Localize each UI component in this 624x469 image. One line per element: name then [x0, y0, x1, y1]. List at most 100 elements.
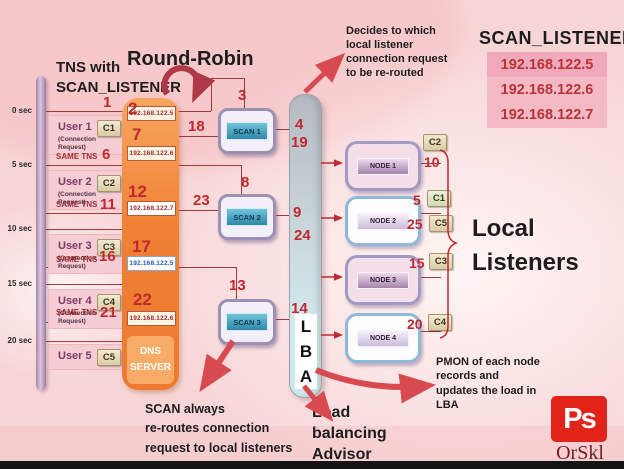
step-marker-10: 10 [424, 154, 440, 170]
load-balancing-advisor-label: Load balancing Advisor [312, 404, 387, 463]
local-listeners-label: Local Listeners [472, 215, 579, 276]
connection-badge-c1: C1 [427, 190, 451, 207]
scan-reroutes-line1: SCAN always [145, 402, 225, 416]
scan-2-label: SCAN 2 [226, 208, 268, 226]
user-2-label: User 2 [58, 176, 92, 188]
connection-badge-c3: C3 [429, 253, 453, 270]
scan-reroutes-line2: re-routes connection [145, 421, 270, 436]
tick-10sec: 10 sec [7, 224, 32, 233]
step-marker-7: 7 [132, 125, 142, 144]
step-marker-16: 16 [99, 248, 116, 265]
step-marker-21: 21 [100, 304, 117, 321]
same-tns-label: SAME TNS [56, 255, 98, 264]
step-marker-3: 3 [238, 87, 247, 104]
wire [178, 210, 218, 211]
lba-letter-a: A [299, 367, 313, 386]
step-marker-12: 12 [128, 182, 147, 201]
step-marker-9: 9 [293, 204, 302, 221]
scan-1-label: SCAN 1 [226, 122, 268, 140]
step-marker-24: 24 [294, 227, 311, 244]
step-marker-1: 1 [103, 94, 112, 111]
step-marker-17: 17 [132, 237, 151, 256]
step-marker-20: 20 [407, 316, 423, 332]
step-marker-8: 8 [241, 174, 250, 191]
step-marker-5: 5 [413, 192, 421, 208]
wire [211, 78, 212, 111]
lba-to-pmon-arrow-icon [314, 367, 436, 404]
tick-20sec: 20 sec [7, 336, 32, 345]
node-4-label: NODE 4 [357, 329, 409, 347]
lba-letter-l: L [300, 317, 312, 336]
tns-heading-line2: SCAN_LISTENER [56, 79, 182, 97]
wire [178, 267, 236, 268]
scan-1-box: SCAN 1 [218, 108, 276, 154]
step-marker-2: 2 [128, 99, 138, 118]
node-2-label: NODE 2 [357, 212, 409, 230]
node-1-box: NODE 1 [345, 141, 421, 191]
scan-reroutes-annotation: SCAN always re-routes connection request… [145, 400, 292, 458]
user-5-row: User 5 C5 [48, 344, 126, 370]
same-tns-label: SAME TNS [56, 200, 98, 209]
user-5-label: User 5 [58, 350, 92, 362]
step-marker-6: 6 [102, 146, 111, 163]
round-robin-label: Round-Robin [127, 48, 254, 70]
wire [178, 111, 211, 112]
wire [46, 284, 122, 285]
step-marker-4: 4 [295, 116, 304, 133]
node-3-label: NODE 3 [357, 271, 409, 289]
user-5-badge: C5 [97, 349, 121, 366]
wire [46, 165, 122, 166]
scan-reroutes-line3: request to local listeners [145, 440, 293, 455]
user-1-badge: C1 [97, 120, 121, 137]
dns-ip-5: 192.168.122.6 [127, 311, 176, 326]
scan-listener-ip-2: 192.168.122.6 [500, 81, 594, 98]
scan-3-box: SCAN 3 [218, 299, 276, 345]
local-listeners-brace-icon [439, 149, 459, 339]
decides-annotation: Decides to which local listener connecti… [346, 25, 448, 80]
tick-15sec: 15 sec [7, 279, 32, 288]
wire [46, 111, 122, 112]
scan-2-box: SCAN 2 [218, 194, 276, 240]
step-marker-19: 19 [291, 134, 308, 151]
orskl-logo-mark: Ps [563, 402, 597, 435]
step-marker-14: 14 [291, 300, 308, 317]
wire [178, 165, 241, 166]
user-3-label: User 3 [58, 240, 92, 252]
timeline-bar [36, 76, 46, 390]
step-marker-15: 15 [409, 255, 425, 271]
scan-listener-ip-1: 192.168.122.5 [487, 52, 607, 77]
dns-ip-4-highlighted: 192.168.122.5 [127, 256, 176, 271]
scan3-to-note-arrow-icon [199, 339, 236, 393]
scan-listener-panel-title: SCAN_LISTENER [479, 28, 624, 48]
wire [46, 213, 122, 214]
wire [46, 229, 122, 230]
dns-ip-3: 192.168.122.7 [127, 201, 176, 216]
lba-to-decides-arrow-icon [303, 53, 346, 94]
orskl-logo-icon: Ps [551, 396, 607, 442]
lba-label: L B A [295, 314, 317, 389]
dns-ip-2: 192.168.122.6 [127, 146, 176, 161]
step-marker-13: 13 [229, 277, 246, 294]
step-marker-25: 25 [407, 216, 423, 232]
user-2-badge: C2 [97, 175, 121, 192]
lba-letter-b: B [299, 342, 313, 361]
scan-listener-ip-panel: 192.168.122.5 192.168.122.6 192.168.122.… [487, 52, 607, 128]
wire [46, 341, 122, 342]
connection-badge-c4: C4 [428, 314, 452, 331]
wire [211, 78, 244, 79]
dns-server-label: DNS SERVER [127, 336, 174, 384]
user-1-label: User 1 [58, 121, 92, 133]
user-4-label: User 4 [58, 295, 92, 307]
connection-badge-c2: C2 [423, 134, 447, 151]
tick-5sec: 5 sec [11, 160, 32, 169]
user-1-row: User 1 C1 (Connection Request) [48, 115, 126, 155]
scan-3-label: SCAN 3 [226, 313, 268, 331]
connection-badge-c5: C5 [429, 215, 453, 232]
bottom-bar [0, 461, 624, 469]
same-tns-label: SAME TNS [56, 152, 98, 161]
node-1-label: NODE 1 [357, 157, 409, 175]
tick-0sec: 0 sec [11, 106, 32, 115]
step-marker-11: 11 [100, 196, 116, 213]
scan-listener-ip-3: 192.168.122.7 [500, 106, 594, 123]
